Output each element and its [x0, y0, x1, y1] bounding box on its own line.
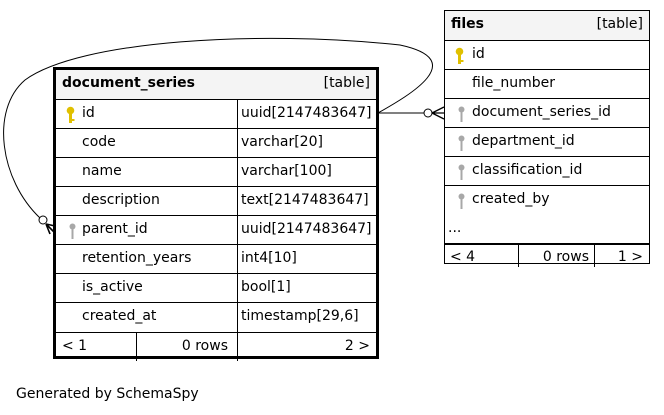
one-marker-parent [38, 215, 48, 225]
column-row[interactable]: description text[2147483647] [56, 187, 376, 216]
generator-caption: Generated by SchemaSpy [16, 386, 199, 402]
row-count: 0 rows [542, 249, 589, 265]
gold-key-icon [455, 47, 464, 64]
column-name: description [82, 192, 160, 208]
gray-key-icon [458, 135, 465, 151]
children-link[interactable]: 2 > [344, 338, 370, 354]
column-type: text[2147483647] [241, 192, 369, 208]
column-row[interactable]: created_at timestamp[29,6] [56, 303, 376, 332]
column-row[interactable]: classification_id [445, 157, 649, 186]
column-type: uuid[2147483647] [241, 105, 372, 121]
column-type: timestamp[29,6] [241, 308, 359, 324]
table-name[interactable]: document_series [62, 75, 196, 91]
table-footer: < 4 0 rows 1 > [445, 244, 649, 267]
column-name: classification_id [472, 162, 583, 178]
table-header: document_series [table] [56, 70, 376, 100]
column-name: department_id [472, 133, 575, 149]
column-row[interactable]: file_number [445, 70, 649, 99]
more-columns-row: ... [445, 215, 649, 244]
column-name: code [82, 134, 116, 150]
column-list: id uuid[2147483647] code varchar[20] name var… [56, 100, 376, 332]
column-row[interactable]: id uuid[2147483647] [56, 100, 376, 129]
column-type: varchar[20] [241, 134, 323, 150]
column-name: id [472, 46, 485, 62]
gray-key-icon [458, 106, 465, 122]
gray-key-icon [458, 164, 465, 180]
column-type: int4[10] [241, 250, 297, 266]
column-row[interactable]: code varchar[20] [56, 129, 376, 158]
column-row[interactable]: department_id [445, 128, 649, 157]
parents-link[interactable]: < 1 [62, 338, 88, 354]
table-name[interactable]: files [451, 16, 485, 32]
column-type: varchar[100] [241, 163, 332, 179]
many-marker-files [431, 106, 445, 120]
column-name: name [82, 163, 122, 179]
row-count: 0 rows [181, 338, 228, 354]
column-row[interactable]: retention_years int4[10] [56, 245, 376, 274]
children-link[interactable]: 1 > [617, 249, 643, 265]
column-name: file_number [472, 75, 555, 91]
column-row[interactable]: parent_id uuid[2147483647] [56, 216, 376, 245]
document-series-table[interactable]: document_series [table] id uuid[214748364… [53, 67, 379, 361]
column-row[interactable]: is_active bool[1] [56, 274, 376, 303]
column-name: retention_years [82, 250, 192, 266]
table-kind: [table] [596, 16, 643, 32]
column-row[interactable]: document_series_id [445, 99, 649, 128]
column-row[interactable]: created_by [445, 186, 649, 215]
column-name: parent_id [82, 221, 148, 237]
gray-key-icon [69, 223, 76, 239]
more-columns: ... [448, 220, 462, 236]
column-list: id file_number document_series_id departmen… [445, 41, 649, 215]
relationship-line-self-parent [3, 37, 433, 219]
parents-link[interactable]: < 4 [450, 249, 476, 265]
gray-key-icon [458, 193, 465, 209]
column-name: document_series_id [472, 104, 611, 120]
column-type: uuid[2147483647] [241, 221, 372, 237]
column-row[interactable]: name varchar[100] [56, 158, 376, 187]
column-type: bool[1] [241, 279, 291, 295]
table-footer: < 1 0 rows 2 > [56, 332, 376, 361]
one-marker-files [423, 108, 433, 118]
column-name: created_by [472, 191, 550, 207]
files-table[interactable]: files [table] id file_number document_seri… [444, 10, 650, 267]
table-kind: [table] [323, 75, 370, 91]
column-name: id [82, 105, 95, 121]
column-row[interactable]: id [445, 41, 649, 70]
table-header: files [table] [445, 11, 649, 41]
column-name: is_active [82, 279, 143, 295]
gold-key-icon [66, 106, 75, 123]
column-name: created_at [82, 308, 157, 324]
